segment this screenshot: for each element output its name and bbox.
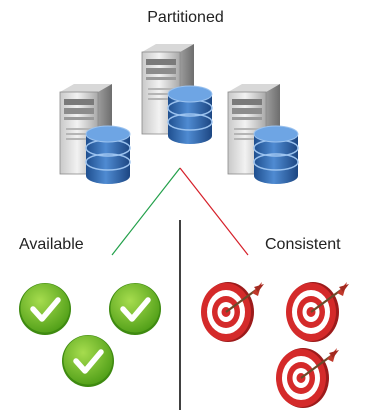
server-database-icon-left [59,83,131,185]
server-database-icon-center [141,43,213,145]
diagram-title: Partitioned [147,9,224,26]
consistent-label: Consistent [265,236,341,253]
green-checkmark-icon [62,335,114,387]
available-connector-line [111,167,181,256]
available-label: Available [19,236,84,253]
target-arrow-icon [199,280,266,344]
server-database-icon-right [227,83,299,185]
target-arrow-icon [284,280,351,344]
target-arrow-icon [274,346,341,410]
green-checkmark-icon [109,283,161,335]
green-checkmark-icon [19,283,71,335]
consistent-connector-line [179,167,249,256]
